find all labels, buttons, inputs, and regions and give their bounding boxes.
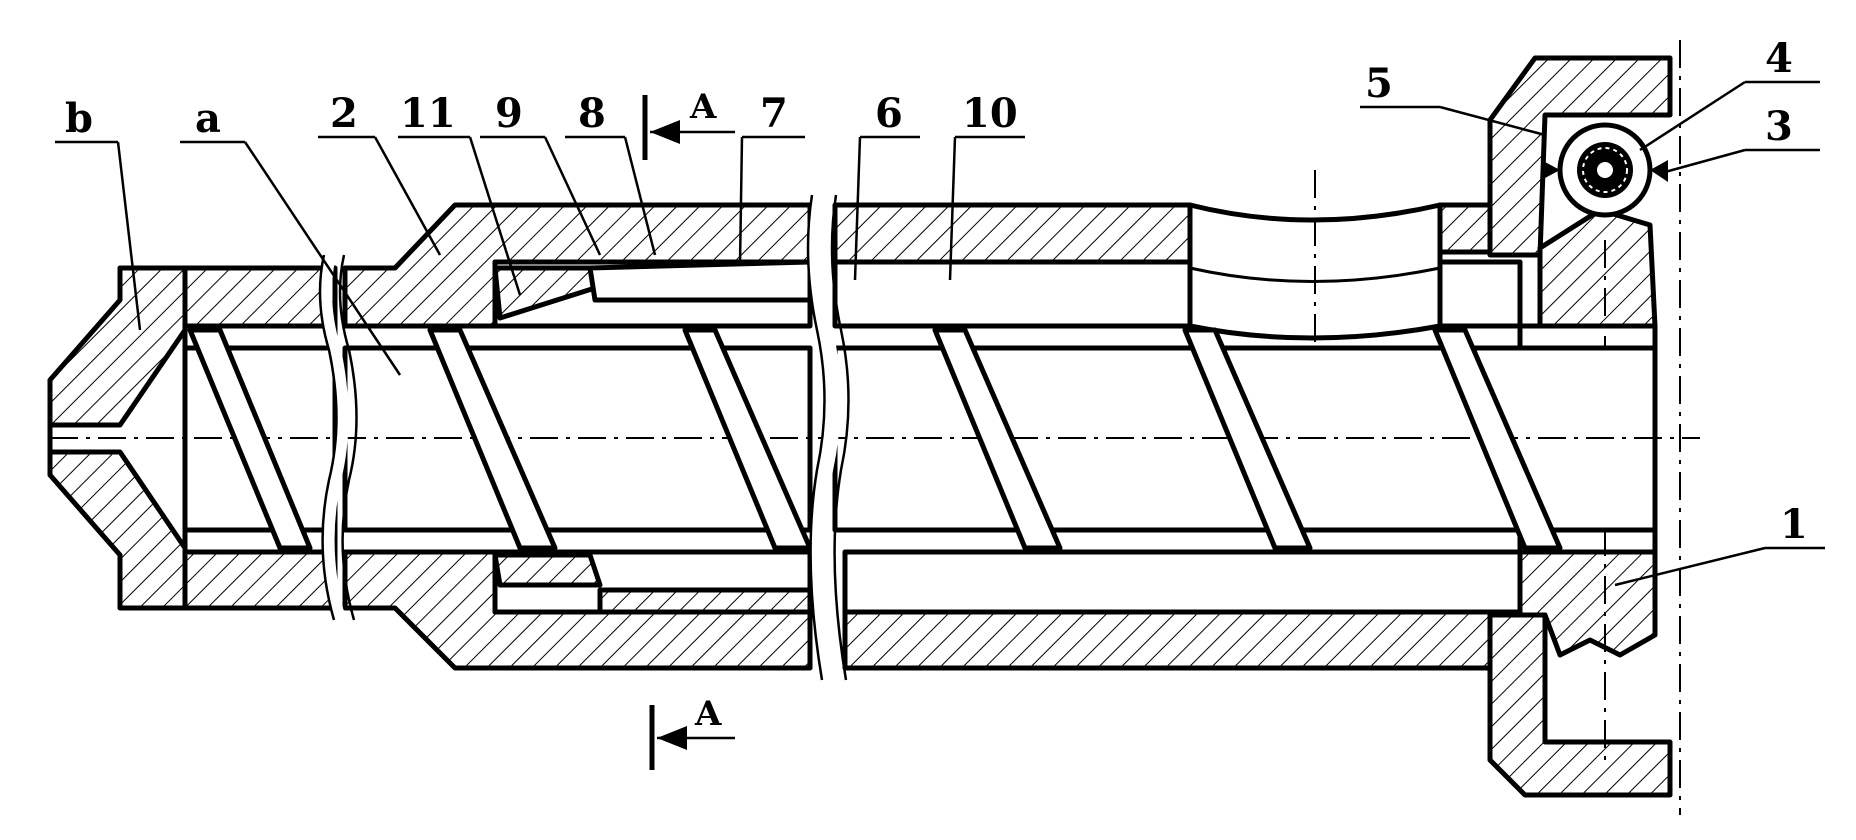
roller-bearing: [1545, 122, 1668, 218]
label-4: 4: [1765, 35, 1793, 82]
label-6: 6: [875, 90, 903, 137]
part-labels: b a 2 11 9 8 7 6 10 5 4 3 1: [65, 35, 1808, 548]
section-label-top: A: [689, 87, 717, 127]
section-mark-bottom: A: [649, 694, 735, 770]
label-2: 2: [330, 90, 358, 137]
label-9: 9: [495, 90, 523, 137]
label-7: 7: [760, 90, 788, 137]
label-5: 5: [1365, 60, 1393, 107]
break-lines: [318, 193, 850, 682]
section-label-bottom: A: [694, 694, 722, 734]
label-1: 1: [1780, 501, 1808, 548]
label-8: 8: [578, 90, 606, 137]
label-a: a: [195, 95, 221, 142]
label-3: 3: [1765, 103, 1793, 150]
leader-lines: [55, 80, 1825, 587]
barrel-left-segment: [182, 265, 338, 611]
barrel-middle-segment: [342, 202, 813, 671]
section-mark-top: A: [642, 87, 735, 160]
barrel-right-segment: [832, 147, 1533, 671]
label-10: 10: [962, 90, 1018, 137]
screw-flights: [187, 327, 1563, 551]
label-11: 11: [400, 90, 456, 137]
label-b: b: [65, 95, 93, 142]
